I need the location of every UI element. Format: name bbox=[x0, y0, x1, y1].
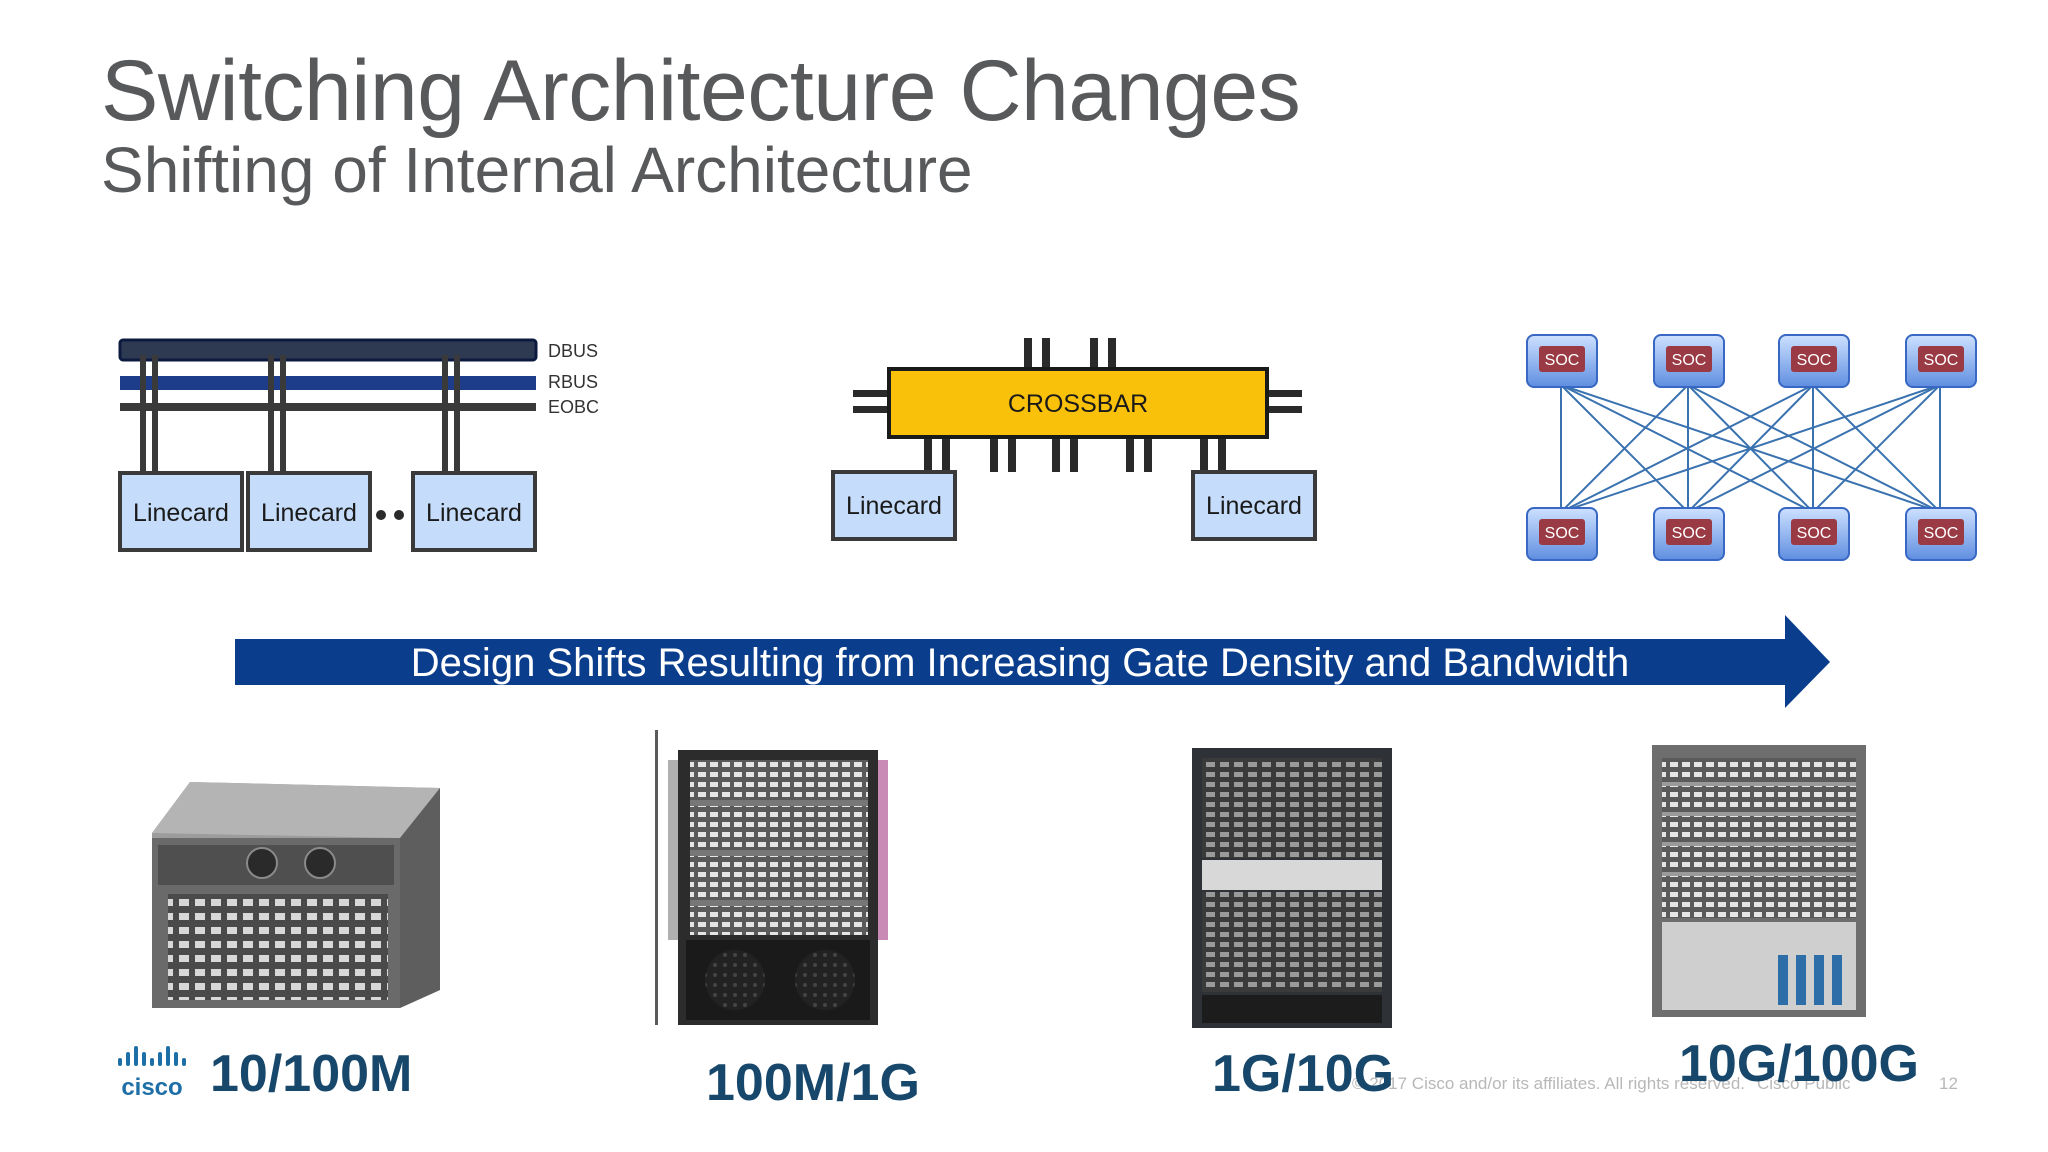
bus-architecture-diagram: DBUS RBUS EOBC Linecard Linecard Linecar… bbox=[118, 338, 599, 552]
slide-subtitle: Shifting of Internal Architecture bbox=[101, 134, 973, 206]
generation-speed-label: 10/100M bbox=[210, 1045, 413, 1103]
chassis-switch-gen3-image bbox=[1192, 748, 1392, 1028]
crossbar-architecture-diagram: CROSSBAR Linecard Linecard bbox=[831, 338, 1317, 541]
soc-label: SOC bbox=[1797, 352, 1832, 369]
linecard-label: Linecard bbox=[261, 499, 357, 527]
linecard-box bbox=[118, 471, 244, 552]
soc-label: SOC bbox=[1672, 525, 1707, 542]
soc-node: SOC bbox=[1778, 334, 1850, 388]
footer-copyright: © 2017 Cisco and/or its affiliates. All … bbox=[1352, 1074, 1746, 1093]
generation-speed-label: 100M/1G bbox=[706, 1054, 920, 1112]
chassis-switch-gen2-image bbox=[655, 730, 888, 1025]
soc-label: SOC bbox=[1545, 525, 1580, 542]
soc-node: SOC bbox=[1905, 507, 1977, 561]
soc-mesh-diagram: SOC SOC SOC SOC SOC SOC bbox=[1526, 334, 1977, 561]
ellipsis-dot bbox=[376, 510, 386, 520]
soc-label: SOC bbox=[1924, 525, 1959, 542]
linecard-label: Linecard bbox=[1206, 492, 1302, 520]
soc-label: SOC bbox=[1545, 352, 1580, 369]
linecard-box bbox=[831, 470, 957, 541]
linecard-box bbox=[246, 471, 372, 552]
linecard-label: Linecard bbox=[846, 492, 942, 520]
generation-speed-label: 10G/100G bbox=[1679, 1035, 1919, 1093]
crossbar-box bbox=[887, 367, 1269, 439]
soc-label: SOC bbox=[1672, 352, 1707, 369]
dbus-label: DBUS bbox=[548, 341, 598, 361]
soc-node: SOC bbox=[1778, 507, 1850, 561]
cisco-logo-text: cisco bbox=[121, 1074, 182, 1101]
linecard-label: Linecard bbox=[426, 499, 522, 527]
arrow-shape bbox=[235, 615, 1830, 708]
cisco-logo: cisco bbox=[118, 1046, 186, 1101]
design-shift-arrow: Design Shifts Resulting from Increasing … bbox=[235, 615, 1830, 708]
eobc-line bbox=[120, 403, 536, 411]
footer-classification: Cisco Public bbox=[1757, 1074, 1851, 1093]
rbus-line bbox=[120, 376, 536, 390]
soc-mesh-links bbox=[1560, 384, 1941, 513]
eobc-label: EOBC bbox=[548, 397, 599, 417]
ellipsis-dot bbox=[394, 510, 404, 520]
linecard-label: Linecard bbox=[133, 499, 229, 527]
chassis-switch-gen1-image bbox=[152, 782, 440, 1008]
chassis-switch-gen4-image bbox=[1652, 745, 1866, 1017]
soc-node: SOC bbox=[1526, 334, 1598, 388]
soc-node: SOC bbox=[1653, 334, 1725, 388]
soc-node: SOC bbox=[1905, 334, 1977, 388]
footer-page-number: 12 bbox=[1939, 1074, 1958, 1093]
dbus-line bbox=[118, 338, 538, 362]
soc-node: SOC bbox=[1526, 507, 1598, 561]
arrow-label: Design Shifts Resulting from Increasing … bbox=[411, 641, 1629, 685]
linecard-box bbox=[1191, 470, 1317, 541]
slide-title: Switching Architecture Changes bbox=[101, 43, 1301, 139]
generation-speed-label: 1G/10G bbox=[1212, 1045, 1395, 1103]
linecard-box bbox=[411, 471, 537, 552]
soc-node: SOC bbox=[1653, 507, 1725, 561]
crossbar-label: CROSSBAR bbox=[1008, 390, 1148, 418]
rbus-label: RBUS bbox=[548, 372, 598, 392]
soc-label: SOC bbox=[1797, 525, 1832, 542]
soc-label: SOC bbox=[1924, 352, 1959, 369]
